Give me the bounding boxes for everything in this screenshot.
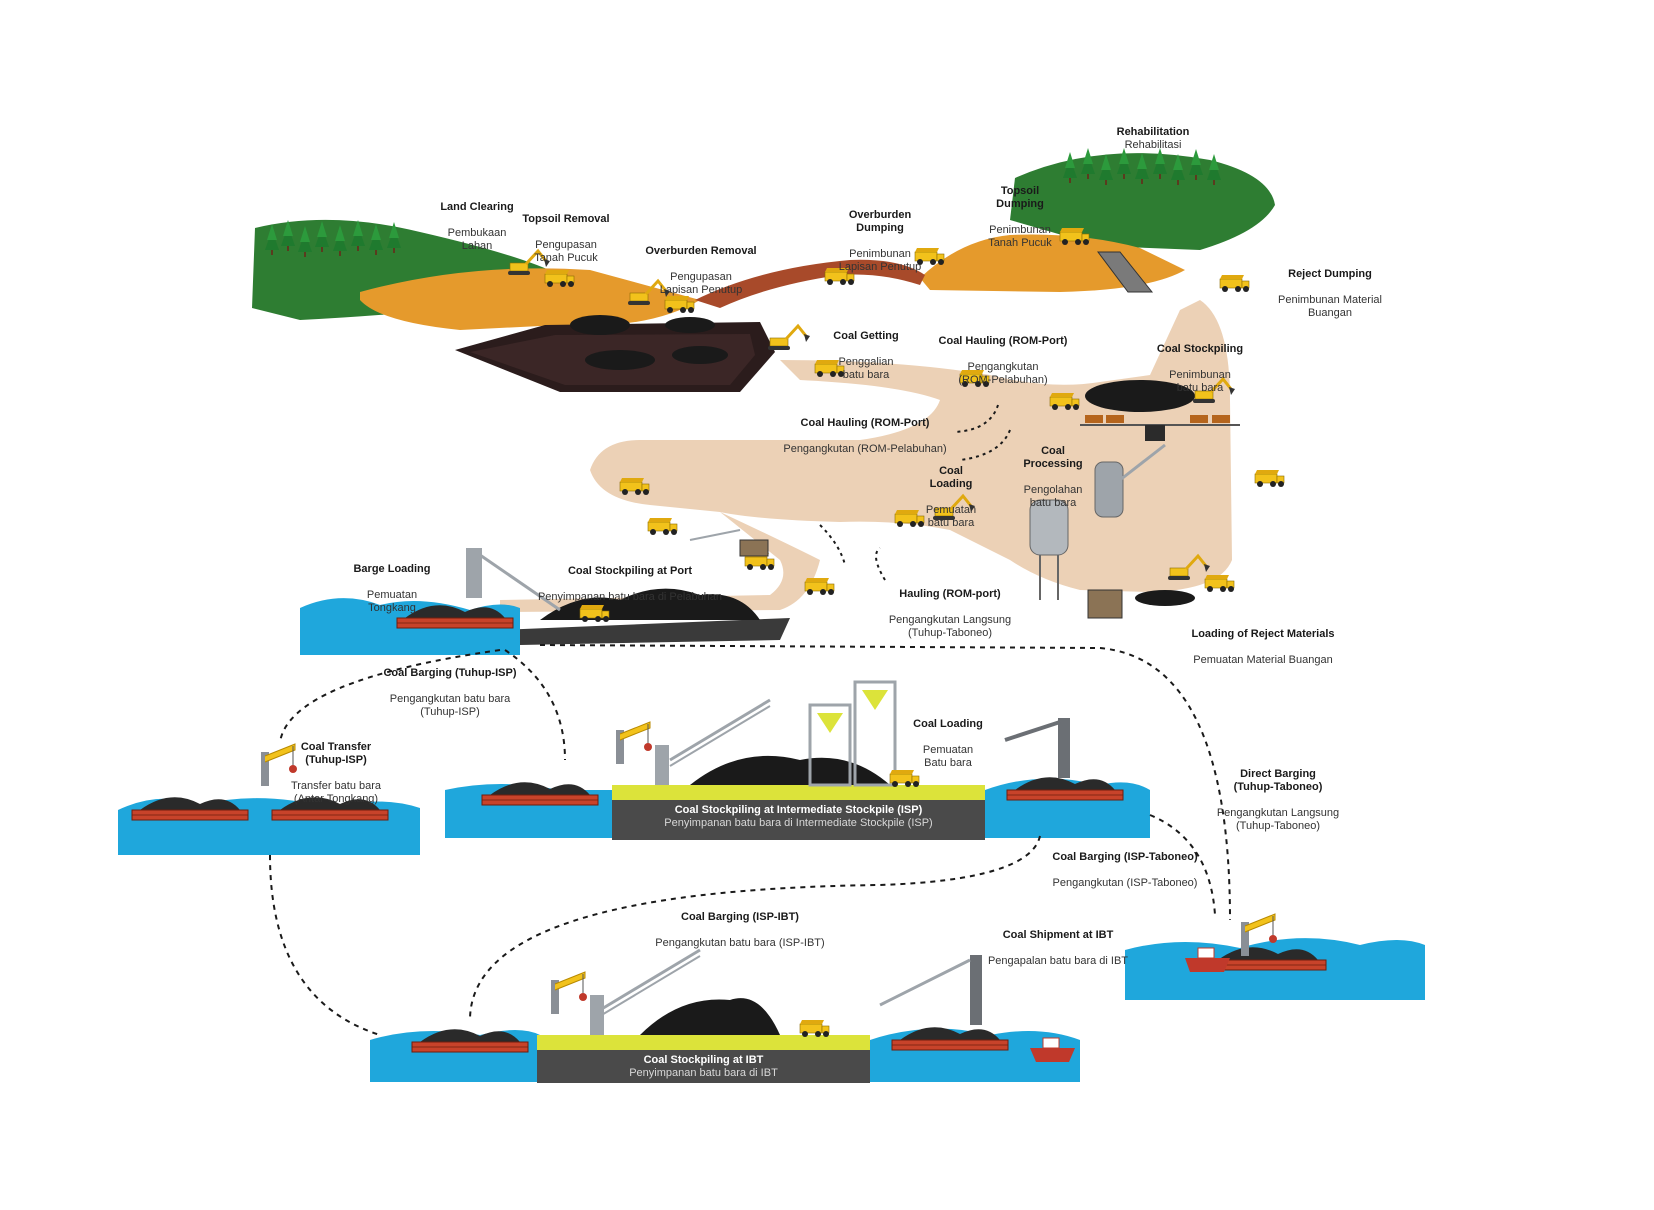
- label-coal-hauling-top: Coal Hauling (ROM-Port) Pengangkutan (RO…: [938, 335, 1068, 386]
- label-coal-loading-isp: Coal Loading Pemuatan Batu bara: [913, 718, 983, 769]
- label-coal-barging-isp-ibt: Coal Barging (ISP-IBT) Pengangkutan batu…: [655, 911, 825, 949]
- label-barge-loading: Barge Loading Pemuatan Tongkang: [353, 563, 431, 614]
- soil-pit-slope: [360, 268, 700, 330]
- reject-dump-pad: [1097, 251, 1154, 293]
- local-arrows: [819, 404, 1011, 581]
- label-land-clearing: Land Clearing Pembukaan Lahan: [440, 201, 514, 252]
- label-overburden-removal: Overburden Removal Pengupasan Lapisan Pe…: [645, 245, 757, 296]
- overburden-road: [695, 259, 925, 308]
- isp-tower-1: [808, 703, 852, 787]
- label-coal-hauling-mid: Coal Hauling (ROM-Port) Pengangkutan (RO…: [783, 417, 947, 455]
- label-coal-stockpiling: Coal Stockpiling Penimbunan batu bara: [1156, 343, 1244, 394]
- label-coal-getting: Coal Getting Penggalian batu bara: [833, 330, 899, 381]
- port-stockpile: [466, 529, 790, 645]
- isp-platform: [612, 785, 985, 800]
- label-topsoil-removal: Topsoil Removal Pengupasan Tanah Pucuk: [522, 213, 610, 264]
- tugboat-taboneo: [1185, 947, 1230, 972]
- label-coal-barging-tuhup-isp: Coal Barging (Tuhup-ISP) Pengangkutan ba…: [383, 667, 517, 718]
- route-arrows: [269, 644, 1231, 1036]
- ibt-slab: [537, 1050, 870, 1083]
- label-coal-transfer: Coal Transfer (Tuhup-ISP) Transfer batu …: [290, 741, 382, 805]
- label-loading-reject: Loading of Reject Materials Pemuatan Mat…: [1191, 628, 1335, 666]
- haul-road: [590, 300, 1232, 592]
- haul-road-port: [500, 512, 820, 612]
- label-direct-barging: Direct Barging (Tuhup-Taboneo) Pengangku…: [1216, 768, 1340, 832]
- label-rehabilitation: Rehabilitation Rehabilitasi: [1116, 126, 1190, 151]
- label-coal-loading-top: Coal Loading Pemuatan batu bara: [925, 465, 977, 529]
- label-coal-stockpiling-port: Coal Stockpiling at Port Penyimpanan bat…: [537, 565, 723, 603]
- label-topsoil-dumping: Topsoil Dumping Penimbunan Tanah Pucuk: [988, 185, 1052, 249]
- ibt-platform: [537, 1035, 870, 1050]
- tugboat-ibt: [1030, 1037, 1075, 1062]
- coal-pit-piles: [570, 315, 728, 370]
- label-hauling-rom-port: Hauling (ROM-port) Pengangkutan Langsung…: [888, 588, 1012, 639]
- processing-plant: [1029, 443, 1195, 619]
- label-coal-barging-isp-taboneo: Coal Barging (ISP-Taboneo) Pengangkutan …: [1052, 851, 1198, 889]
- slab-label-ibt: Coal Stockpiling at IBT Penyimpanan batu…: [629, 1054, 778, 1079]
- slab-label-isp: Coal Stockpiling at Intermediate Stockpi…: [664, 804, 933, 829]
- label-coal-processing: Coal Processing Pengolahan batu bara: [1023, 445, 1083, 509]
- rom-stockpile: [1080, 377, 1240, 441]
- label-coal-shipment-ibt: Coal Shipment at IBT Pengapalan batu bar…: [987, 929, 1129, 967]
- isp-slab: [612, 800, 985, 840]
- isp-tower-2: [853, 680, 897, 787]
- label-reject-dumping: Reject Dumping Penimbunan Material Buang…: [1278, 268, 1382, 319]
- label-overburden-dumping: Overburden Dumping Penimbunan Lapisan Pe…: [838, 209, 922, 273]
- port-slab: [500, 618, 790, 645]
